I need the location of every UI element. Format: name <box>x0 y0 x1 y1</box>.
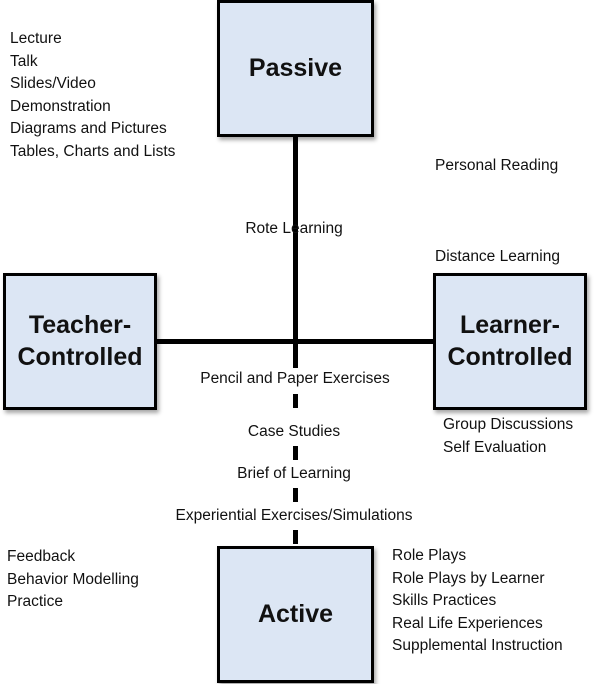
list-item: Supplemental Instruction <box>392 637 563 655</box>
axis-dash <box>293 394 298 408</box>
personal-reading-label: Personal Reading <box>435 157 559 174</box>
list-item: Self Evaluation <box>443 438 547 456</box>
learner-label-line1: Learner- <box>459 311 561 340</box>
active-teacher-list: Feedback Behavior Modelling Practice <box>7 546 139 614</box>
list-item: Talk <box>10 52 38 70</box>
list-item: Role Plays by Learner <box>392 569 545 587</box>
list-item: Role Plays <box>392 547 467 564</box>
brief-of-learning-label: Brief of Learning <box>237 465 351 482</box>
passive-box: Passive <box>217 0 374 137</box>
pencil-paper-label: Pencil and Paper Exercises <box>200 370 390 387</box>
list-item: Diagrams and Pictures <box>10 120 167 138</box>
active-label: Active <box>257 599 334 628</box>
distance-learning-label: Distance Learning <box>435 248 560 265</box>
active-learner-list: Role Plays Role Plays by Learner Skills … <box>392 545 563 658</box>
experiential-label: Experiential Exercises/Simulations <box>175 507 413 524</box>
list-item: Behavior Modelling <box>7 570 139 588</box>
axis-dash <box>293 446 298 460</box>
list-item: Feedback <box>7 548 76 565</box>
learner-controlled-box: Learner- Controlled <box>433 273 587 410</box>
axis-dash <box>293 488 298 502</box>
list-item: Practice <box>7 593 63 611</box>
passive-label: Passive <box>248 53 343 82</box>
horizontal-axis-line <box>155 339 435 344</box>
list-item: Real Life Experiences <box>392 614 543 632</box>
list-item: Lecture <box>10 30 62 47</box>
learner-label-line2: Controlled <box>447 342 573 371</box>
list-item: Group Discussions <box>443 416 574 433</box>
list-item: Slides/Video <box>10 75 96 93</box>
case-studies-label: Case Studies <box>247 423 341 440</box>
teacher-label-line2: Controlled <box>17 342 143 371</box>
list-item: Demonstration <box>10 97 111 115</box>
list-item: Skills Practices <box>392 592 497 610</box>
teacher-controlled-box: Teacher- Controlled <box>3 273 157 410</box>
teacher-label-line1: Teacher- <box>28 311 132 340</box>
passive-axis-line <box>293 135 298 359</box>
axis-dash <box>293 530 298 544</box>
rote-learning-label: Rote Learning <box>245 220 343 237</box>
learner-controlled-list: Group Discussions Self Evaluation <box>443 414 573 459</box>
axis-segment-lower <box>293 342 298 368</box>
passive-teacher-list: Lecture Talk Slides/Video Demonstration … <box>10 28 175 164</box>
active-box: Active <box>217 546 374 683</box>
list-item: Tables, Charts and Lists <box>10 142 176 160</box>
